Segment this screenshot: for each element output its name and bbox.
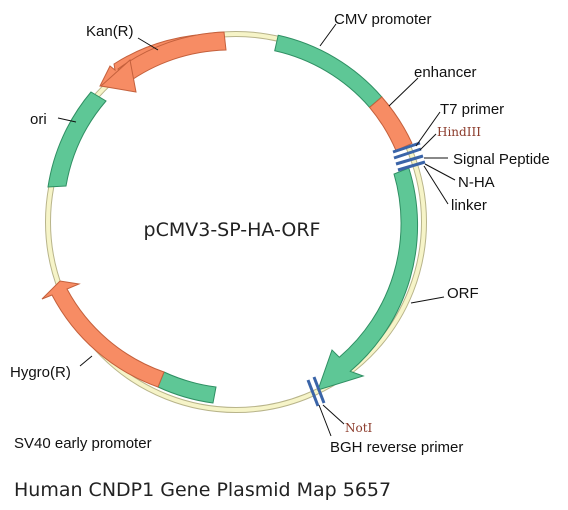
map-caption: Human CNDP1 Gene Plasmid Map 5657 <box>14 479 391 501</box>
leader-hindiii <box>419 133 437 151</box>
leader-nha <box>424 163 456 181</box>
label-signal-peptide: Signal Peptide <box>453 151 550 168</box>
label-cmv-promoter: CMV promoter <box>334 11 432 28</box>
label-ori: ori <box>30 111 47 128</box>
ori-segment <box>47 91 107 188</box>
label-sv40-early-promoter: SV40 early promoter <box>14 435 152 452</box>
label-enhancer: enhancer <box>414 64 477 81</box>
enhancer-segment <box>368 96 413 152</box>
leader-orf <box>410 296 445 304</box>
label-hindiii: HindIII <box>437 125 481 139</box>
label-kan: Kan(R) <box>86 23 134 40</box>
leader-cmv <box>319 23 337 47</box>
kan-arrow-head <box>99 59 137 93</box>
label-n-ha: N-HA <box>458 174 495 191</box>
site-marks-hindiii <box>392 141 426 172</box>
leader-ori <box>57 117 77 123</box>
hygro-arrow <box>41 280 165 388</box>
leader-kan <box>137 37 159 51</box>
leader-noti <box>322 404 345 425</box>
label-t7-primer: T7 primer <box>440 101 504 118</box>
leader-hygro <box>79 355 93 367</box>
site-marks-noti <box>306 376 326 407</box>
label-linker: linker <box>451 197 487 214</box>
label-bgh-reverse-primer: BGH reverse primer <box>330 439 463 456</box>
leader-bgh <box>318 404 332 437</box>
leader-linker <box>423 165 449 205</box>
leader-enhancer <box>388 77 419 107</box>
plasmid-name: pCMV3-SP-HA-ORF <box>144 219 321 241</box>
cmv-promoter-segment <box>274 34 383 109</box>
label-orf: ORF <box>447 285 479 302</box>
label-noti: NotI <box>345 421 373 435</box>
plasmid-backbone-inner <box>46 32 426 412</box>
leader-t7 <box>415 111 441 147</box>
label-hygro: Hygro(R) <box>10 364 71 381</box>
